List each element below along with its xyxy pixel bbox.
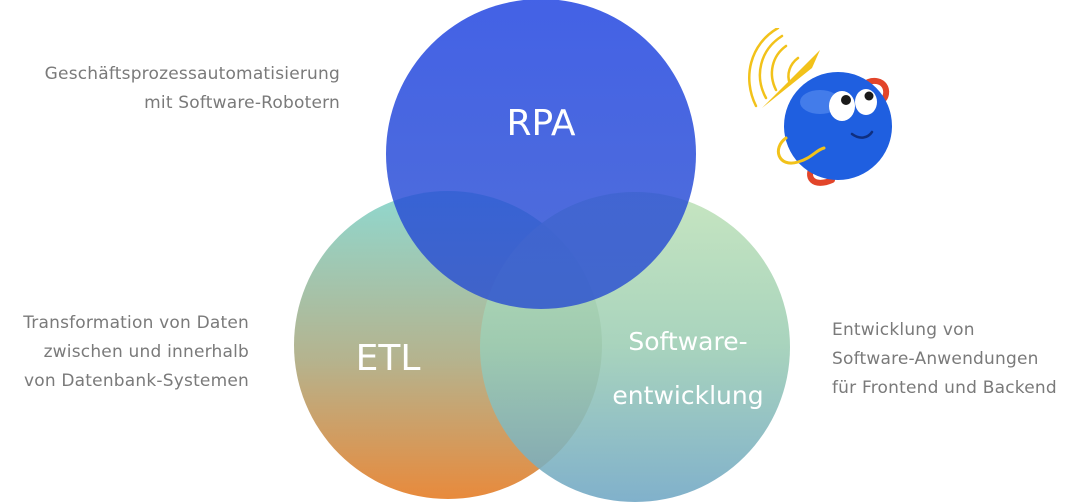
etl-description-line: zwischen und innerhalb [43, 342, 249, 362]
mascot-cable-icon [776, 136, 826, 165]
software-description-line: für Frontend und Backend [832, 378, 1057, 398]
software-label-line2: entwicklung [612, 381, 763, 410]
etl-label: ETL [356, 338, 421, 379]
signal-waves-icon [748, 28, 800, 108]
mascot-mouth [850, 130, 874, 139]
rpa-label: RPA [506, 103, 575, 144]
rpa-circle [386, 0, 696, 309]
mascot-eyes-icon [829, 89, 877, 121]
blue-ball-mascot-icon [748, 28, 892, 186]
software-description-line: Entwicklung von [832, 320, 975, 340]
rpa-description-line: Geschäftsprozessautomatisierung [44, 64, 340, 84]
etl-description: Transformation von Daten zwischen und in… [23, 309, 249, 396]
etl-description-line: Transformation von Daten [23, 313, 249, 333]
antenna-icon [762, 50, 820, 108]
software-description: Entwicklung von Software-Anwendungen für… [832, 316, 1057, 403]
etl-description-line: von Datenbank-Systemen [23, 371, 249, 391]
software-label-line1: Software- [628, 327, 747, 356]
software-description-line: Software-Anwendungen [832, 349, 1039, 369]
rpa-description-line: mit Software-Robotern [144, 93, 340, 113]
mascot-body [784, 72, 892, 180]
rpa-description: Geschäftsprozessautomatisierung mit Soft… [45, 60, 340, 118]
